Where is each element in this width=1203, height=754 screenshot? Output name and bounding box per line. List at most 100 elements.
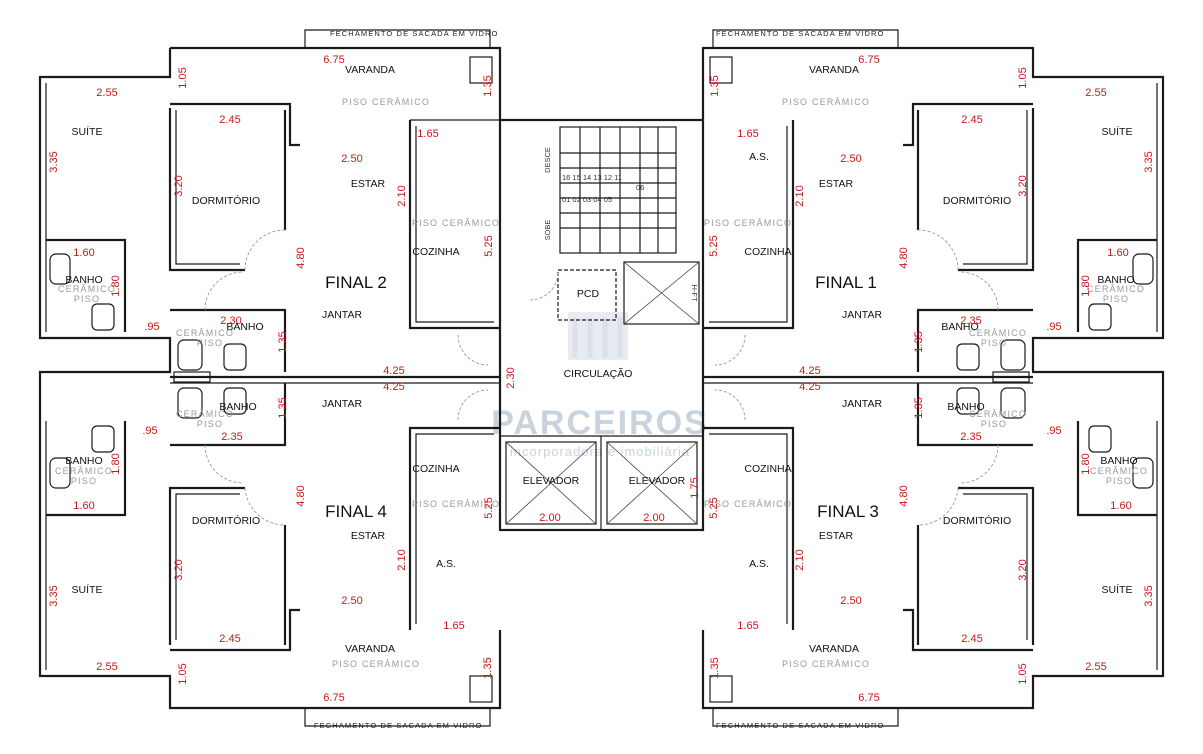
room-varanda: VARANDA: [809, 643, 859, 655]
dim-banho-height: 1.80: [1080, 275, 1092, 296]
room-cozinha: COZINHA: [412, 463, 459, 475]
dim-living-height: 4.80: [295, 247, 307, 268]
dim-varanda-width: 6.75: [323, 54, 344, 66]
stair-steps-landing: 06: [636, 183, 644, 192]
dim-gap: .95: [1046, 425, 1061, 437]
room-banho-social: BANHO: [219, 401, 256, 413]
floor-banho-social-a: CERÂMICO: [176, 328, 234, 338]
dim-suite-width: 2.55: [1085, 87, 1106, 99]
dim-living-height: 4.80: [295, 485, 307, 506]
dim-varanda-height: 1.05: [1017, 663, 1029, 684]
stair-steps-lower: 01 02 03 04 05: [562, 195, 612, 204]
watermark-tagline: incorporadora e imobiliária: [510, 444, 690, 459]
room-varanda: VARANDA: [345, 643, 395, 655]
room-varanda: VARANDA: [345, 64, 395, 76]
floor-banho-social-b: PISO: [981, 338, 1007, 348]
dim-cozinha-width: 1.65: [737, 128, 758, 140]
dim-suite-width: 2.55: [96, 87, 117, 99]
room-banho-suite: BANHO: [65, 274, 102, 286]
dim-dorm-height: 3.20: [173, 175, 185, 196]
dim-suite-height: 3.35: [48, 585, 60, 606]
room-suite: SUÍTE: [72, 583, 103, 596]
doors: [204, 229, 999, 526]
dim-estar-height: 2.10: [396, 549, 408, 570]
dim-estar-height: 2.10: [794, 185, 806, 206]
unit-final-1: FINAL 1 VARANDA PISO CERÂMICO ESTAR JANT…: [704, 54, 1155, 377]
room-jantar: JANTAR: [322, 309, 362, 321]
dim-banho-width: 1.60: [73, 500, 94, 512]
sacada-note-top-right: FECHAMENTO DE SACADA EM VIDRO: [716, 29, 884, 38]
room-estar: ESTAR: [819, 530, 854, 542]
unit-name: FINAL 2: [325, 273, 387, 292]
dim-varanda-height: 1.05: [177, 67, 189, 88]
dim-banho2-width: 2.30: [220, 315, 241, 327]
dim-banho2-width: 2.35: [960, 315, 981, 327]
dim-dorm-height: 3.20: [1017, 175, 1029, 196]
staircase: [559, 126, 677, 254]
elevator-2-label: ELEVADOR: [629, 475, 686, 487]
room-as: A.S.: [749, 151, 769, 163]
room-cozinha: COZINHA: [744, 463, 791, 475]
floor-banho-social-b: PISO: [197, 419, 223, 429]
dim-cozinha-width: 1.65: [417, 128, 438, 140]
dim-jantar-width: 4.25: [383, 365, 404, 377]
dim-dorm-width: 2.45: [961, 114, 982, 126]
dim-varanda-height: 1.05: [177, 663, 189, 684]
unit-final-4: FINAL 4 VARANDA PISO CERÂMICO ESTAR JANT…: [48, 381, 500, 704]
room-banho-social: BANHO: [947, 401, 984, 413]
room-suite: SUÍTE: [1102, 583, 1133, 596]
dim-estar-height: 2.10: [794, 549, 806, 570]
floor-cozinha: PISO CERÂMICO: [704, 218, 792, 228]
room-dormitorio: DORMITÓRIO: [192, 194, 260, 207]
room-as: A.S.: [436, 558, 456, 570]
dim-shaft: 1.35: [709, 657, 721, 678]
dim-shaft: 1.35: [709, 75, 721, 96]
room-banho-suite: BANHO: [1097, 274, 1134, 286]
dim-banho2-height: 1.35: [913, 397, 925, 418]
floor-varanda: PISO CERÂMICO: [332, 659, 420, 669]
room-varanda: VARANDA: [809, 64, 859, 76]
dim-varanda-width: 6.75: [323, 692, 344, 704]
dim-banho2-height: 1.35: [277, 331, 289, 352]
dim-gap: .95: [144, 321, 159, 333]
dim-banho-width: 1.60: [1110, 500, 1131, 512]
sacada-note-bottom-left: FECHAMENTO DE SACADA EM VIDRO: [314, 721, 482, 730]
room-cozinha: COZINHA: [744, 246, 791, 258]
circulacao-label: CIRCULAÇÃO: [564, 367, 633, 380]
floor-cozinha: PISO CERÂMICO: [412, 499, 500, 509]
dim-cozinha-width: 1.65: [443, 620, 464, 632]
dim-estar-width: 2.50: [341, 153, 362, 165]
dim-estar-width: 2.50: [840, 595, 861, 607]
dim-cozinha-height: 5.25: [708, 235, 720, 256]
dim-shaft: 1.35: [482, 75, 494, 96]
room-banho-suite: BANHO: [1100, 455, 1137, 467]
dim-suite-height: 3.35: [48, 151, 60, 172]
room-suite: SUÍTE: [72, 125, 103, 138]
sacada-note-bottom-right: FECHAMENTO DE SACADA EM VIDRO: [716, 721, 884, 730]
floor-banho-social-b: PISO: [981, 419, 1007, 429]
dim-estar-width: 2.50: [840, 153, 861, 165]
dim-banho-width: 1.60: [1107, 247, 1128, 259]
room-estar: ESTAR: [351, 530, 386, 542]
core-labels: PCD H-FT CIRCULAÇÃO ELEVADOR ELEVADOR 2.…: [505, 147, 701, 524]
dim-suite-width: 2.55: [96, 661, 117, 673]
watermark: PARCEIROS incorporadora e imobiliária: [491, 312, 707, 459]
dim-banho-height: 1.80: [1080, 453, 1092, 474]
room-estar: ESTAR: [351, 178, 386, 190]
dim-suite-width: 2.55: [1085, 661, 1106, 673]
room-dormitorio: DORMITÓRIO: [943, 194, 1011, 207]
dim-suite-height: 3.35: [1143, 585, 1155, 606]
room-jantar: JANTAR: [842, 398, 882, 410]
room-dormitorio: DORMITÓRIO: [192, 514, 260, 527]
dim-shaft: 1.35: [482, 657, 494, 678]
unit-name: FINAL 1: [815, 273, 877, 292]
circulacao-width: 2.30: [505, 367, 517, 388]
dim-dorm-width: 2.45: [219, 114, 240, 126]
dim-dorm-height: 3.20: [173, 559, 185, 580]
dim-suite-height: 3.35: [1143, 151, 1155, 172]
room-suite: SUÍTE: [1102, 125, 1133, 138]
floor-banho-social-a: CERÂMICO: [969, 409, 1027, 419]
floor-banho-social-a: CERÂMICO: [969, 328, 1027, 338]
sacada-note-top-left: FECHAMENTO DE SACADA EM VIDRO: [330, 29, 498, 38]
